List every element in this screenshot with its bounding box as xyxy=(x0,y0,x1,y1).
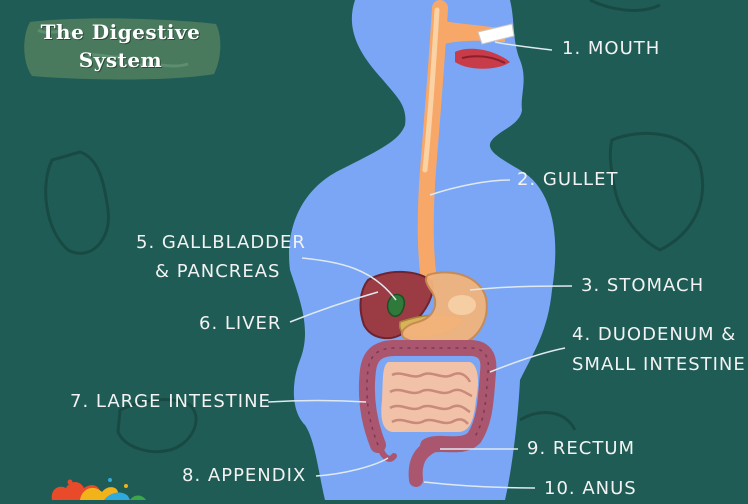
label-appendix: 8. APPENDIX xyxy=(182,465,307,486)
label-gallbladder-line-2: & PANCREAS xyxy=(155,261,281,282)
background-doodles xyxy=(44,0,705,454)
small-intestine xyxy=(381,362,478,432)
title-badge-shape xyxy=(24,18,221,80)
label-gallbladder-line-1: 5. GALLBLADDER xyxy=(136,232,306,253)
label-mouth: 1. MOUTH xyxy=(562,38,661,59)
leader-liver xyxy=(289,291,379,323)
rectum-organ xyxy=(408,439,439,487)
background-top-doodle xyxy=(589,0,661,12)
leader-gallbladder xyxy=(301,257,397,301)
label-rectum: 9. RECTUM xyxy=(527,438,636,459)
leader-lines xyxy=(267,41,573,489)
title-line-1: The Digestive xyxy=(40,20,201,44)
title-badge: The Digestive System xyxy=(18,16,223,82)
background-stomach-doodle xyxy=(608,131,705,252)
leader-gullet xyxy=(429,179,511,196)
gallbladder-organ xyxy=(386,293,406,317)
leader-anus xyxy=(423,481,536,489)
mouth-organ xyxy=(455,23,515,69)
background-bottom-doodle xyxy=(519,411,577,431)
gullet-tube xyxy=(417,0,448,280)
label-duodenum-line-2: SMALL INTESTINE xyxy=(572,354,746,375)
colon-ridges xyxy=(366,347,490,446)
leader-appendix xyxy=(315,457,389,477)
leader-stomach xyxy=(469,285,573,291)
title-line-2: System xyxy=(78,48,163,72)
leader-mouth xyxy=(494,41,553,51)
background-kidney-doodle xyxy=(116,398,198,454)
stomach-organ xyxy=(400,271,488,348)
leader-large-intestine xyxy=(267,399,367,403)
gullet-highlight xyxy=(422,7,440,173)
label-duodenum-line-1: 4. DUODENUM & xyxy=(572,324,737,345)
label-liver: 6. LIVER xyxy=(199,313,282,334)
paint-splash-logo xyxy=(51,478,146,500)
background-liver-doodle xyxy=(44,150,110,255)
stomach-highlight xyxy=(448,295,476,315)
label-gullet: 2. GULLET xyxy=(517,169,619,190)
label-anus: 10. ANUS xyxy=(544,478,637,499)
leader-duodenum xyxy=(489,347,566,373)
label-stomach: 3. STOMACH xyxy=(581,275,705,296)
label-large-intestine: 7. LARGE INTESTINE xyxy=(70,391,271,412)
